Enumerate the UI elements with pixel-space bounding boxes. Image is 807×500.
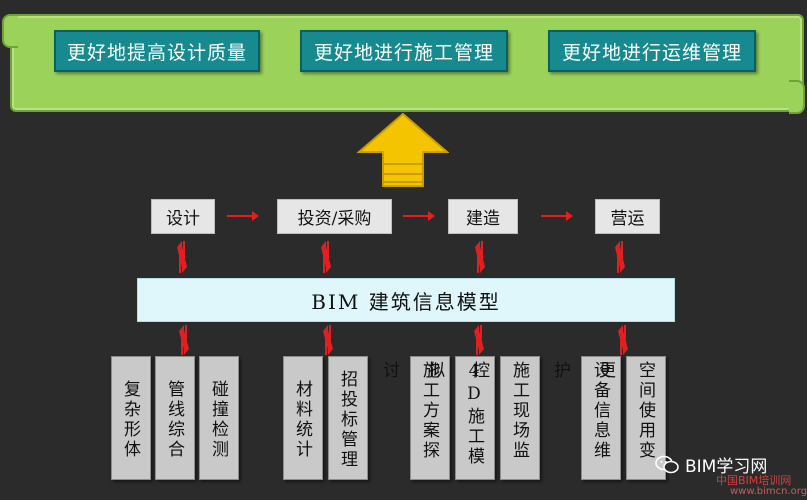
watermark-title: BIM学习网: [685, 457, 768, 477]
bim-model-bar: BIM 建筑信息模型: [137, 278, 675, 322]
double-arrow-icon: [615, 241, 625, 273]
goal-design-quality: 更好地提高设计质量: [54, 30, 260, 72]
watermark-url: www.bimcn.org: [730, 486, 807, 497]
double-arrow-icon: [323, 325, 333, 355]
column-pipeline-integration: 管线综合: [155, 356, 195, 480]
double-arrow-icon: [321, 241, 331, 273]
double-arrow-icon: [179, 325, 189, 355]
double-arrow-icon: [618, 325, 628, 355]
wechat-icon: [655, 455, 679, 473]
double-arrow-icon: [475, 241, 485, 273]
column-site-monitoring: 施工现场监控: [469, 356, 540, 480]
right-arrow-icon: [227, 211, 259, 221]
process-investment-procurement: 投资/采购: [277, 199, 392, 234]
process-operation: 营运: [595, 199, 660, 234]
up-arrow-icon: [357, 112, 449, 187]
column-space-usage-change: 空间使用变更: [595, 356, 666, 480]
column-material-statistics: 材料统计: [283, 356, 323, 480]
watermark: BIM学习网: [655, 452, 767, 477]
double-arrow-icon: [177, 241, 187, 273]
column-construction-plan: 施工方案探讨: [379, 356, 450, 480]
right-arrow-icon: [403, 211, 435, 221]
scroll-curl-left: [2, 14, 18, 48]
column-4d-simulation: 4D施工模拟: [424, 356, 495, 480]
right-arrow-icon: [541, 211, 573, 221]
process-design: 设计: [151, 199, 215, 234]
goal-operation-management: 更好地进行运维管理: [548, 30, 756, 72]
double-arrow-icon: [474, 325, 484, 355]
scroll-curl-right: [789, 80, 805, 114]
column-equipment-maintenance: 设备信息维护: [550, 356, 621, 480]
process-construction: 建造: [448, 199, 518, 234]
goal-construction-management: 更好地进行施工管理: [300, 30, 508, 72]
watermark-subtitle: 中国BIM培训网: [716, 474, 792, 487]
column-bidding-management: 招投标管理: [328, 356, 368, 480]
column-complex-shape: 复杂形体: [111, 356, 151, 480]
column-clash-detection: 碰撞检测: [199, 356, 239, 480]
